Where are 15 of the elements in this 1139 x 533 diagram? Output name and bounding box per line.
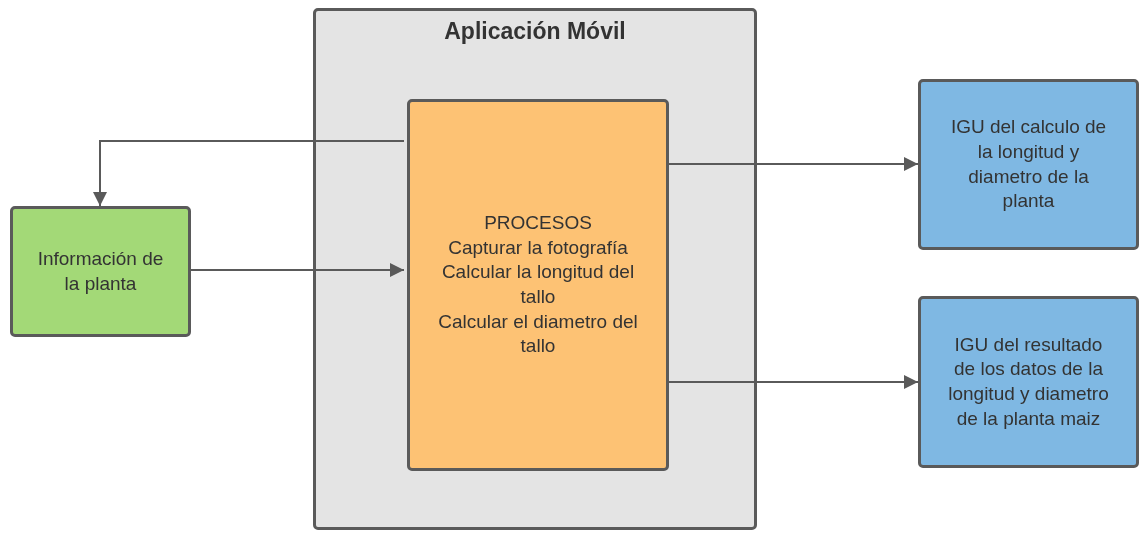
process-box [407, 99, 669, 471]
output-box [918, 296, 1139, 468]
output-box [918, 79, 1139, 250]
box-heading: PROCESOS [484, 210, 592, 235]
container-panel [313, 8, 757, 530]
arrow [190, 263, 405, 277]
input-box [10, 206, 191, 337]
box-text: Calcular la longitud del tallo [440, 260, 636, 309]
box-text: Capturar la fotografía [448, 235, 628, 260]
panel-title: Aplicación Móvil [444, 17, 626, 46]
box-text: Información de la planta [36, 246, 165, 296]
box-text: IGU del calculo de la longitud y diametro de la planta [949, 115, 1108, 214]
arrow [93, 140, 405, 207]
box-text: IGU del resultado de los datos de la longitud y diametro de la planta maiz [947, 332, 1110, 431]
box-text: Calcular el diametro del tallo [437, 309, 639, 359]
